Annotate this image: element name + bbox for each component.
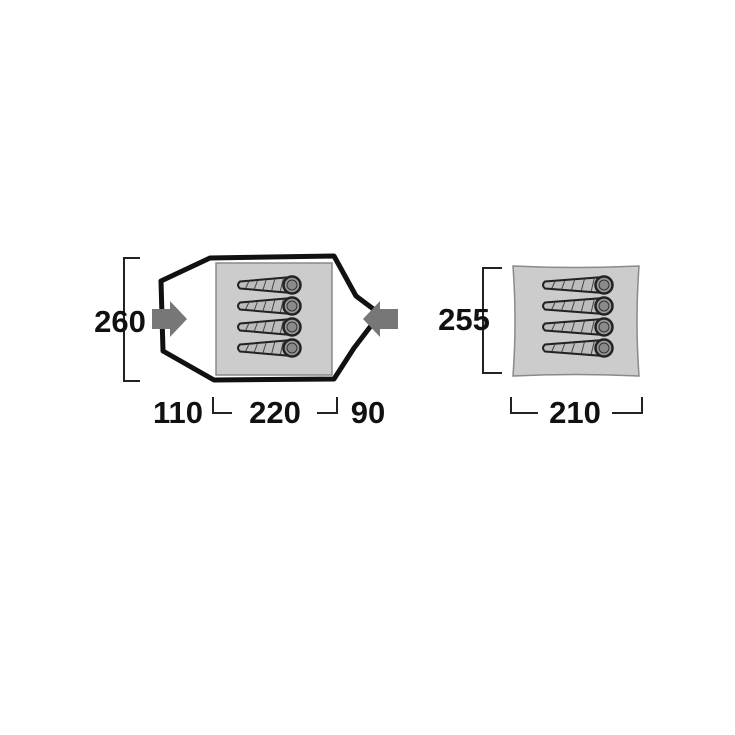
left-entrance-arrow [152, 301, 187, 337]
sleeping-bag-icon [542, 317, 614, 337]
inner-width-label: 210 [549, 395, 601, 430]
outer-tent-sleeping-bags [237, 275, 302, 358]
inner-tent-sleeping-bags [542, 275, 614, 358]
inner-height-label: 255 [438, 302, 490, 337]
vestibule-left-label: 110 [153, 395, 203, 430]
sleeping-bag-icon [237, 296, 302, 316]
height-dimension-bracket [123, 257, 140, 382]
right-entrance-arrow [363, 301, 398, 337]
sleeping-bag-icon [542, 275, 614, 295]
outer-tent-plan: 260 110 220 90 [94, 253, 398, 430]
inner-length-dimension-right [317, 397, 338, 414]
inner-tent-plan: 255 210 [438, 265, 643, 430]
inner-length-label: 220 [249, 395, 301, 430]
sleeping-bag-icon [542, 296, 614, 316]
sleeping-bag-icon [237, 338, 302, 358]
vestibule-right-label: 90 [351, 395, 385, 430]
inner-width-dimension-left [510, 397, 538, 414]
outer-height-label: 260 [94, 304, 146, 339]
vestibule-left-dimension [212, 397, 232, 414]
sleeping-bag-icon [237, 317, 302, 337]
inner-width-dimension-right [612, 397, 643, 414]
sleeping-bag-icon [542, 338, 614, 358]
inner-height-dimension-bracket [482, 267, 502, 374]
sleeping-bag-icon [237, 275, 302, 295]
